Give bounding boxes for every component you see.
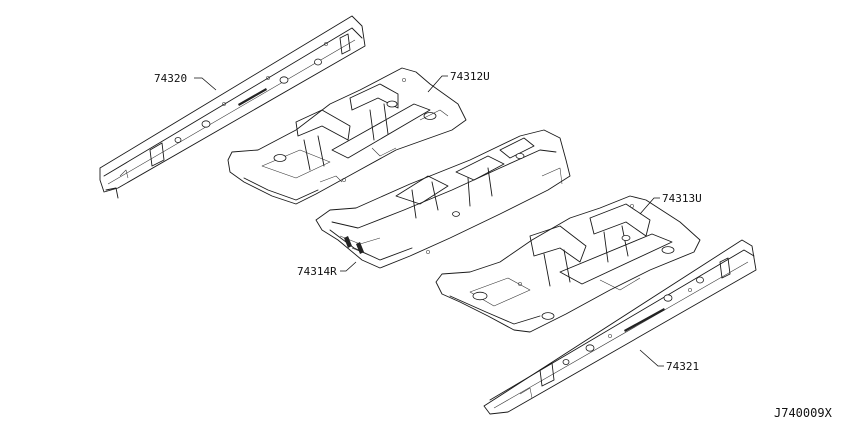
part-label-74320: 74320 xyxy=(154,72,187,85)
part-label-74312U: 74312U xyxy=(450,70,490,83)
leader-74314R xyxy=(340,261,357,272)
leader-74313U xyxy=(639,197,660,215)
leader-74312U xyxy=(427,75,448,93)
leader-74321 xyxy=(639,349,664,367)
callout-leaders xyxy=(194,75,664,367)
part-label-74313U: 74313U xyxy=(662,192,702,205)
diagram-code: J740009X xyxy=(774,406,833,420)
leader-74320 xyxy=(194,77,217,91)
part-rail-left xyxy=(99,15,366,199)
part-label-74321: 74321 xyxy=(666,360,699,373)
part-floor-center xyxy=(315,129,571,269)
part-floor-front-lh xyxy=(435,195,701,333)
part-floor-front-rh xyxy=(227,67,467,205)
part-label-74314R: 74314R xyxy=(297,265,337,278)
part-rail-right xyxy=(483,239,757,415)
